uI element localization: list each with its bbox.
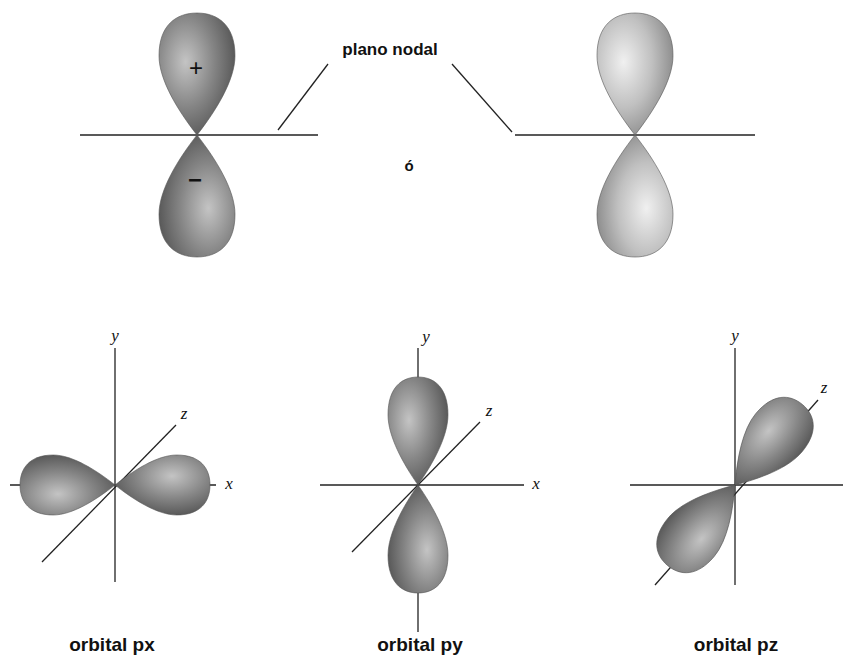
orbital-lobe [159,135,235,257]
leader-line [452,64,512,132]
leader-line [278,64,328,130]
orbital-lobe [388,485,448,593]
orbital-lobe [645,466,758,585]
caption-label: orbital py [377,635,463,656]
orbital-lobe [159,13,235,135]
conjunction-label: ó [404,158,413,175]
axis-label: y [422,328,430,347]
caption-label: orbital pz [694,635,778,656]
axis-label: z [821,379,828,398]
axis-label: y [731,327,739,346]
orbital-lobe [388,377,448,485]
orbital-lobe [115,455,210,515]
axis-label: x [532,475,540,494]
axis-label: x [225,475,233,494]
axis-line [734,348,735,585]
axis-line [320,484,524,485]
axis-label: y [111,327,119,346]
sign-label: − [188,167,202,193]
nodal-plane-line [80,134,318,135]
annotation-label: plano nodal [342,41,437,60]
axis-line [114,348,115,582]
caption-label: orbital px [69,635,155,656]
axis-label: z [486,402,493,421]
sign-label: + [189,55,203,81]
orbital-lobe [20,455,115,515]
orbital-lobe [597,13,673,135]
orbital-lobe [597,135,673,257]
axis-label: z [181,405,188,424]
